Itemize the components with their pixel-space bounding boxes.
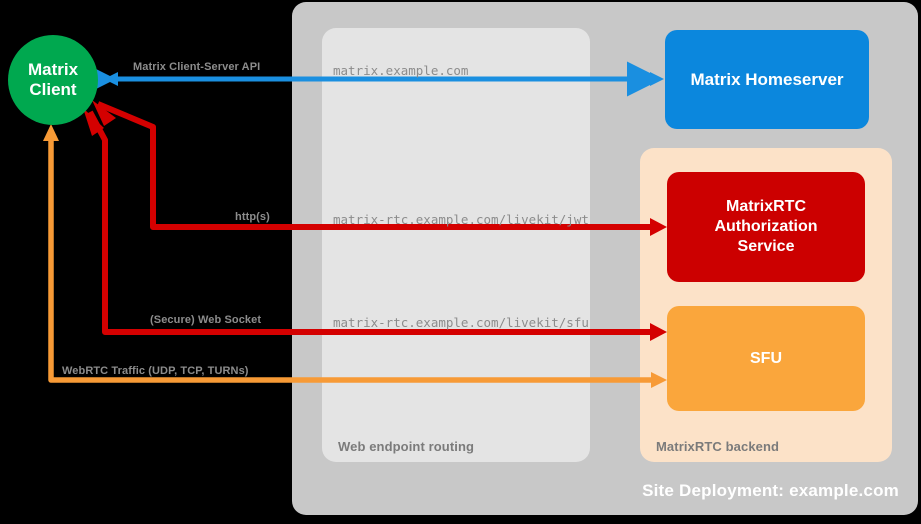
node-auth-label-line1: MatrixRTC (725, 198, 806, 216)
node-auth-label-line2: Authorization (714, 218, 818, 236)
node-auth-label-line3: Service (737, 237, 795, 255)
node-auth-label: MatrixRTC Authorization Service (714, 197, 817, 256)
protocol-label-client-server-api: Matrix Client-Server API (133, 61, 261, 73)
node-sfu[interactable]: SFU (667, 306, 865, 411)
protocol-label-web-socket: (Secure) Web Socket (150, 314, 262, 326)
node-matrix-homeserver[interactable]: Matrix Homeserver (665, 30, 869, 129)
group-label-web-endpoint-routing: Web endpoint routing (338, 439, 475, 454)
protocol-label-https: http(s) (235, 211, 270, 223)
node-sfu-label: SFU (750, 349, 782, 367)
site-deployment-label: Site Deployment: example.com (642, 481, 899, 500)
endpoint-livekit-jwt: matrix-rtc.example.com/livekit/jwt (333, 212, 589, 227)
protocol-label-webrtc-traffic: WebRTC Traffic (UDP, TCP, TURNs) (62, 365, 249, 377)
node-matrix-client[interactable]: Matrix Client (8, 35, 98, 125)
endpoint-matrix-example-com: matrix.example.com (333, 63, 469, 78)
node-matrix-homeserver-label: Matrix Homeserver (690, 69, 844, 89)
group-label-matrixrtc-backend: MatrixRTC backend (656, 439, 780, 454)
node-matrix-client-label-line2: Client (29, 80, 77, 99)
node-matrix-client-label-line1: Matrix (27, 59, 79, 79)
web-endpoint-routing-container (322, 28, 590, 462)
endpoint-livekit-sfu: matrix-rtc.example.com/livekit/sfu (333, 315, 589, 330)
node-matrixrtc-authorization-service[interactable]: MatrixRTC Authorization Service (667, 172, 865, 282)
